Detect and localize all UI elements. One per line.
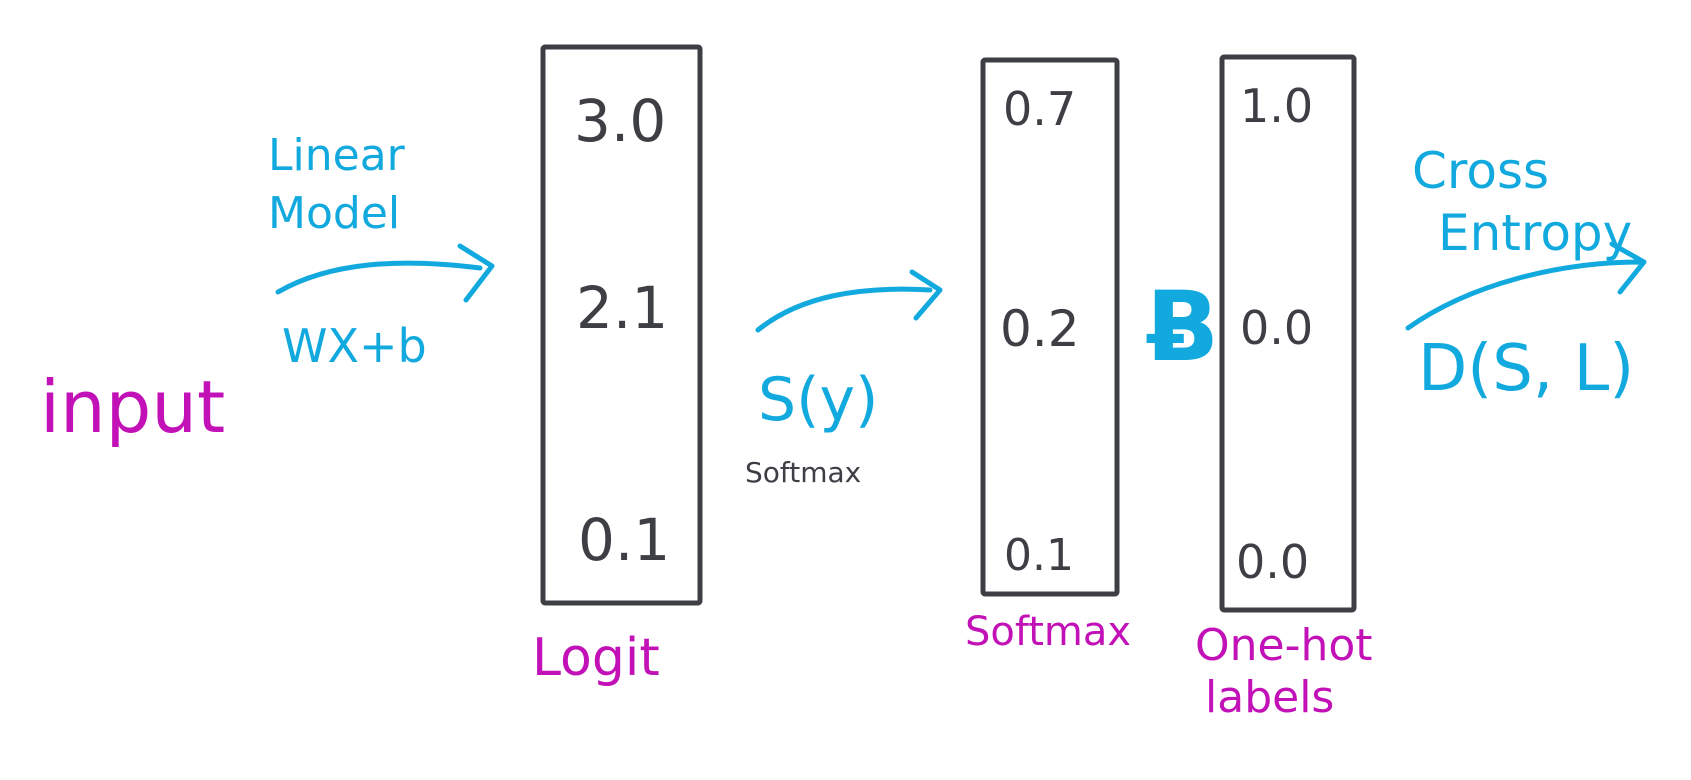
logit-label: Logit — [532, 628, 660, 688]
linear-model-arrow — [275, 243, 495, 303]
cross-entropy-arrow — [1405, 241, 1647, 331]
one-hot-value: 1.0 — [1240, 79, 1313, 133]
one-hot-value: 0.0 — [1240, 301, 1313, 355]
cross-entropy-title-line2: Entropy — [1438, 204, 1632, 262]
cross-entropy-formula: D(S, L) — [1418, 332, 1634, 406]
input-label: input — [40, 365, 225, 449]
softmax-column-box — [980, 57, 1120, 597]
logit-value: 2.1 — [576, 274, 668, 342]
logit-value: 0.1 — [578, 506, 670, 574]
one-hot-label-line1: One-hot — [1195, 620, 1373, 671]
softmax-label: Softmax — [965, 609, 1131, 655]
one-hot-label-line2: labels — [1205, 672, 1334, 723]
softmax-value: 0.7 — [1003, 82, 1076, 136]
softmax-value: 0.1 — [1004, 530, 1074, 581]
linear-model-formula: WX+b — [282, 319, 427, 373]
softmax-value: 0.2 — [1000, 300, 1080, 358]
logit-column-box — [540, 44, 703, 606]
linear-model-title-line1: Linear — [268, 130, 406, 181]
linear-model-title-line2: Model — [268, 188, 400, 239]
compare-symbol: Ƀ — [1146, 271, 1219, 383]
softmax-arrow — [755, 269, 943, 333]
softmax-caption: Softmax — [745, 456, 861, 489]
softmax-formula: S(y) — [758, 365, 878, 435]
cross-entropy-title-line1: Cross — [1412, 142, 1549, 200]
one-hot-column-box — [1219, 54, 1357, 613]
logit-value: 3.0 — [574, 87, 666, 155]
one-hot-value: 0.0 — [1236, 535, 1309, 589]
